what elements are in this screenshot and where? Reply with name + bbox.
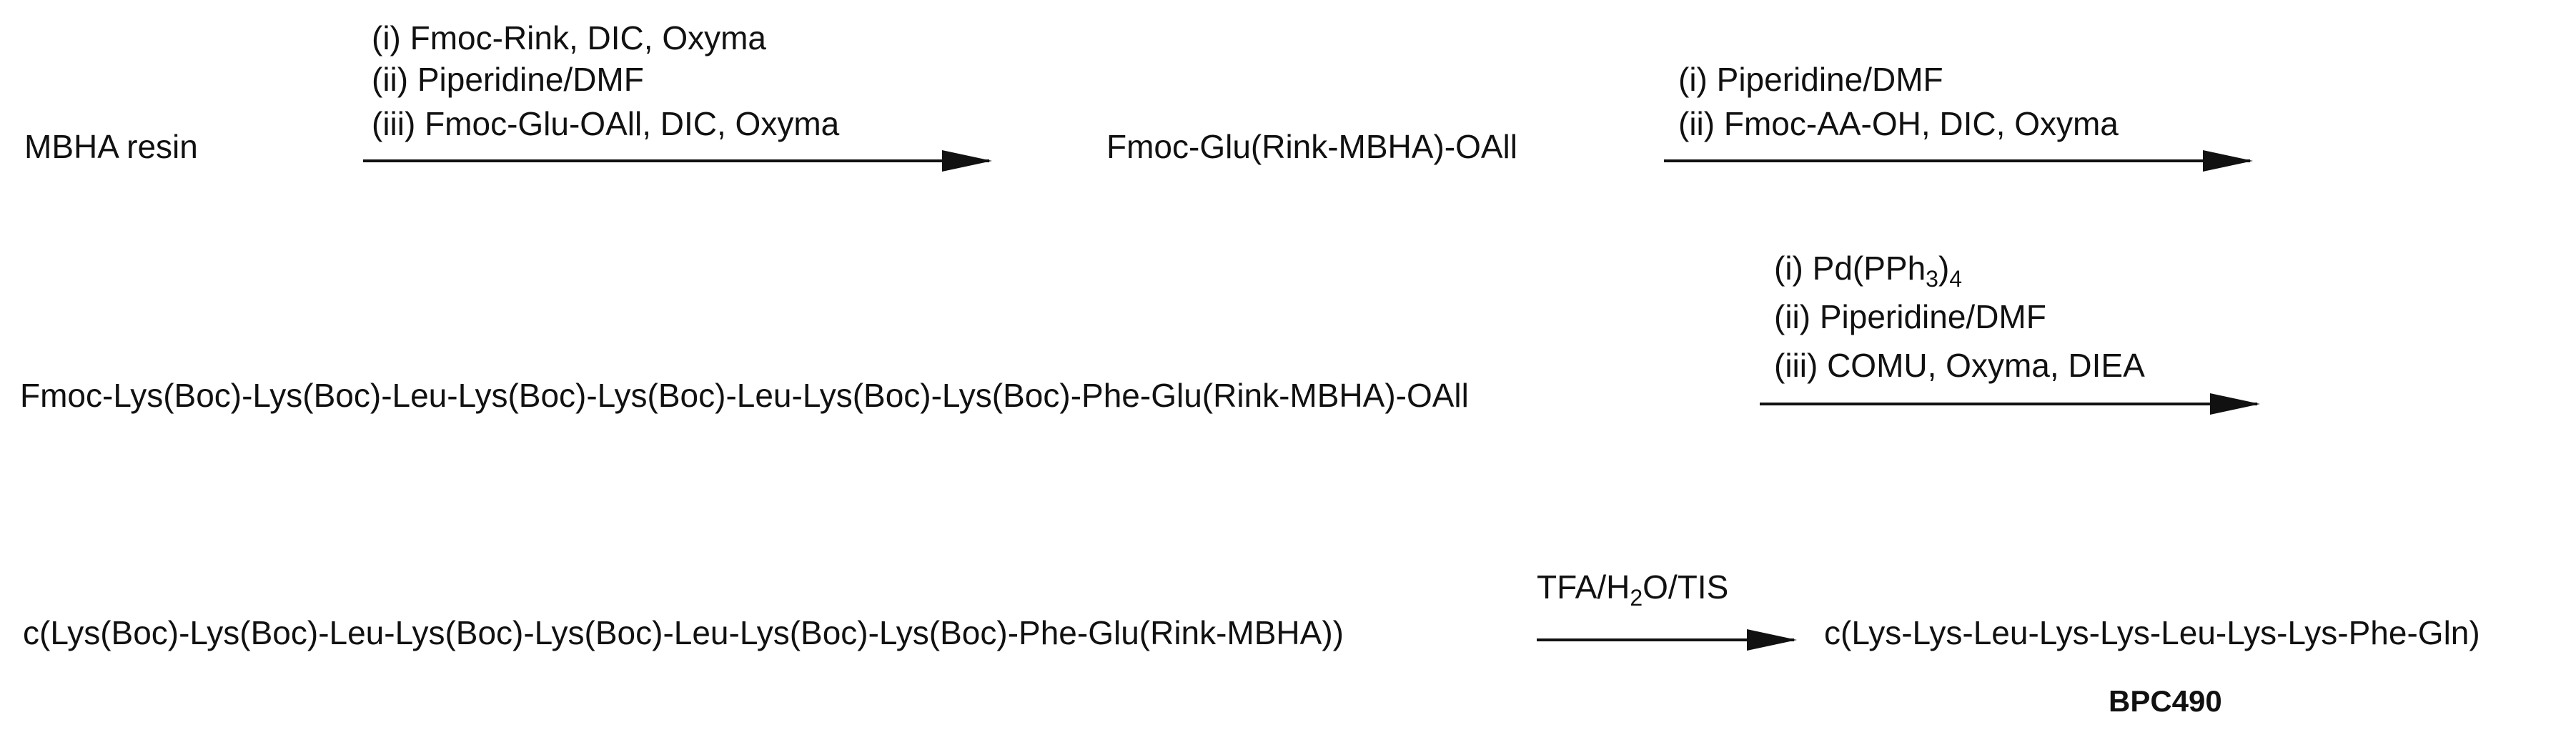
step1-condition-1: (i) Fmoc-Rink, DIC, Oxyma bbox=[372, 19, 766, 56]
step1-condition-2: (ii) Piperidine/DMF bbox=[372, 61, 644, 98]
step3-reaction-arrow bbox=[1760, 393, 2260, 415]
step4-cleavage-conditions: TFA/H2O/TIS bbox=[1537, 568, 1729, 611]
product-compound-label: BPC490 bbox=[2109, 684, 2222, 718]
step2-reaction-arrow bbox=[1664, 150, 2253, 172]
linear-peptide-resin: Fmoc-Lys(Boc)-Lys(Boc)-Leu-Lys(Boc)-Lys(… bbox=[20, 377, 1469, 414]
step2-condition-2: (ii) Fmoc-AA-OH, DIC, Oxyma bbox=[1678, 105, 2119, 142]
starting-material: MBHA resin bbox=[24, 128, 198, 165]
step3-condition-1: (i) Pd(PPh3)4 bbox=[1774, 250, 1963, 292]
step4-reaction-arrow bbox=[1537, 629, 1797, 651]
step2-condition-1: (i) Piperidine/DMF bbox=[1678, 61, 1943, 98]
final-cyclic-peptide: c(Lys-Lys-Leu-Lys-Lys-Leu-Lys-Lys-Phe-Gl… bbox=[1824, 614, 2480, 651]
step1-condition-3: (iii) Fmoc-Glu-OAll, DIC, Oxyma bbox=[372, 105, 840, 142]
step1-reaction-arrow bbox=[363, 150, 992, 172]
step3-condition-3: (iii) COMU, Oxyma, DIEA bbox=[1774, 347, 2145, 384]
intermediate-resin: Fmoc-Glu(Rink-MBHA)-OAll bbox=[1106, 128, 1517, 165]
step3-condition-2: (ii) Piperidine/DMF bbox=[1774, 298, 2046, 335]
cyclic-protected-peptide: c(Lys(Boc)-Lys(Boc)-Leu-Lys(Boc)-Lys(Boc… bbox=[23, 614, 1344, 651]
